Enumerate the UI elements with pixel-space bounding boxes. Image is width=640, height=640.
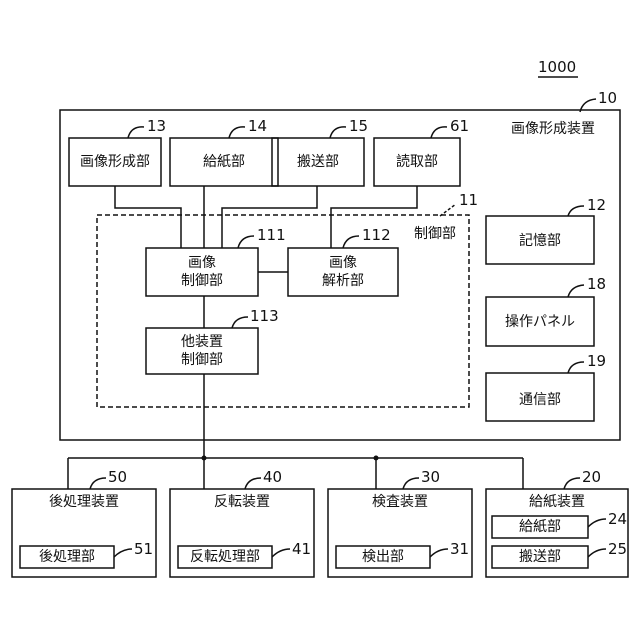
post-processing-unit-ref: 51 [134,541,153,558]
leader-111 [238,236,254,248]
leader-50 [90,478,106,489]
leader-20 [564,478,580,489]
image-analysis-unit-line2: 解析部 [322,273,364,290]
post-processing-device-ref: 50 [108,469,127,486]
control-unit-ref: 11 [459,192,478,209]
other-device-control-unit-line2: 制御部 [181,352,223,369]
image-control-unit-ref: 111 [257,227,286,244]
leader-12 [568,206,584,216]
junction-dot-2 [374,456,379,461]
communication-unit-label: 通信部 [519,392,561,409]
reversing-processing-unit-ref: 41 [292,541,311,558]
image-forming-apparatus-ref: 10 [598,90,617,107]
leader-51 [114,549,132,557]
storage-unit-ref: 12 [587,197,606,214]
paper-feed-sub-unit-ref: 24 [608,511,627,528]
image-forming-unit-label: 画像形成部 [80,154,150,171]
inspection-device-label: 検査装置 [372,494,428,511]
detection-unit-ref: 31 [450,541,469,558]
leader-112 [343,236,359,248]
connector-13 [115,186,181,248]
control-unit-label: 制御部 [414,226,456,243]
image-control-unit-line2: 制御部 [181,273,223,290]
leader-40 [245,478,261,489]
image-analysis-unit-ref: 112 [362,227,391,244]
leader-11 [440,204,456,216]
reading-unit-label: 読取部 [396,154,438,171]
leader-113 [232,317,248,328]
image-forming-apparatus-label: 画像形成装置 [511,121,595,138]
leader-15 [330,127,346,138]
leader-19 [568,362,584,373]
paper-feed-device-ref: 20 [582,469,601,486]
leader-31 [430,549,448,557]
storage-unit-label: 記憶部 [519,233,561,250]
detection-unit-label: 検出部 [362,549,404,566]
paper-feed-device-label: 給紙装置 [529,494,585,511]
junction-dot-1 [202,456,207,461]
leader-30 [403,478,419,489]
conveyance-sub-unit-label: 搬送部 [519,549,561,566]
image-control-unit-line1: 画像 [188,255,216,272]
reversing-device-ref: 40 [263,469,282,486]
leader-18 [568,285,584,297]
image-forming-unit-ref: 13 [147,118,166,135]
inspection-device-ref: 30 [421,469,440,486]
leader-24 [588,519,606,527]
leader-13 [128,127,144,138]
other-device-control-unit-ref: 113 [250,308,279,325]
leader-41 [272,549,290,557]
post-processing-device-label: 後処理装置 [49,494,119,511]
conveyance-unit-ref: 15 [349,118,368,135]
leader-14 [229,127,245,138]
image-analysis-unit-line1: 画像 [329,255,357,272]
paper-feed-unit-label: 給紙部 [203,154,245,171]
operation-panel-ref: 18 [587,276,606,293]
reversing-processing-unit-label: 反転処理部 [190,549,260,566]
operation-panel-label: 操作パネル [505,314,575,331]
other-device-control-unit-line1: 他装置 [181,334,223,351]
conveyance-sub-unit-ref: 25 [608,541,627,558]
reading-unit-ref: 61 [450,118,469,135]
paper-feed-unit-ref: 14 [248,118,267,135]
post-processing-unit-label: 後処理部 [39,549,95,566]
figure-number: 1000 [538,59,576,76]
communication-unit-ref: 19 [587,353,606,370]
paper-feed-sub-unit-label: 給紙部 [519,519,561,536]
conveyance-unit-label: 搬送部 [297,154,339,171]
leader-25 [588,549,606,557]
reversing-device-label: 反転装置 [214,494,270,511]
leader-61 [431,127,447,138]
